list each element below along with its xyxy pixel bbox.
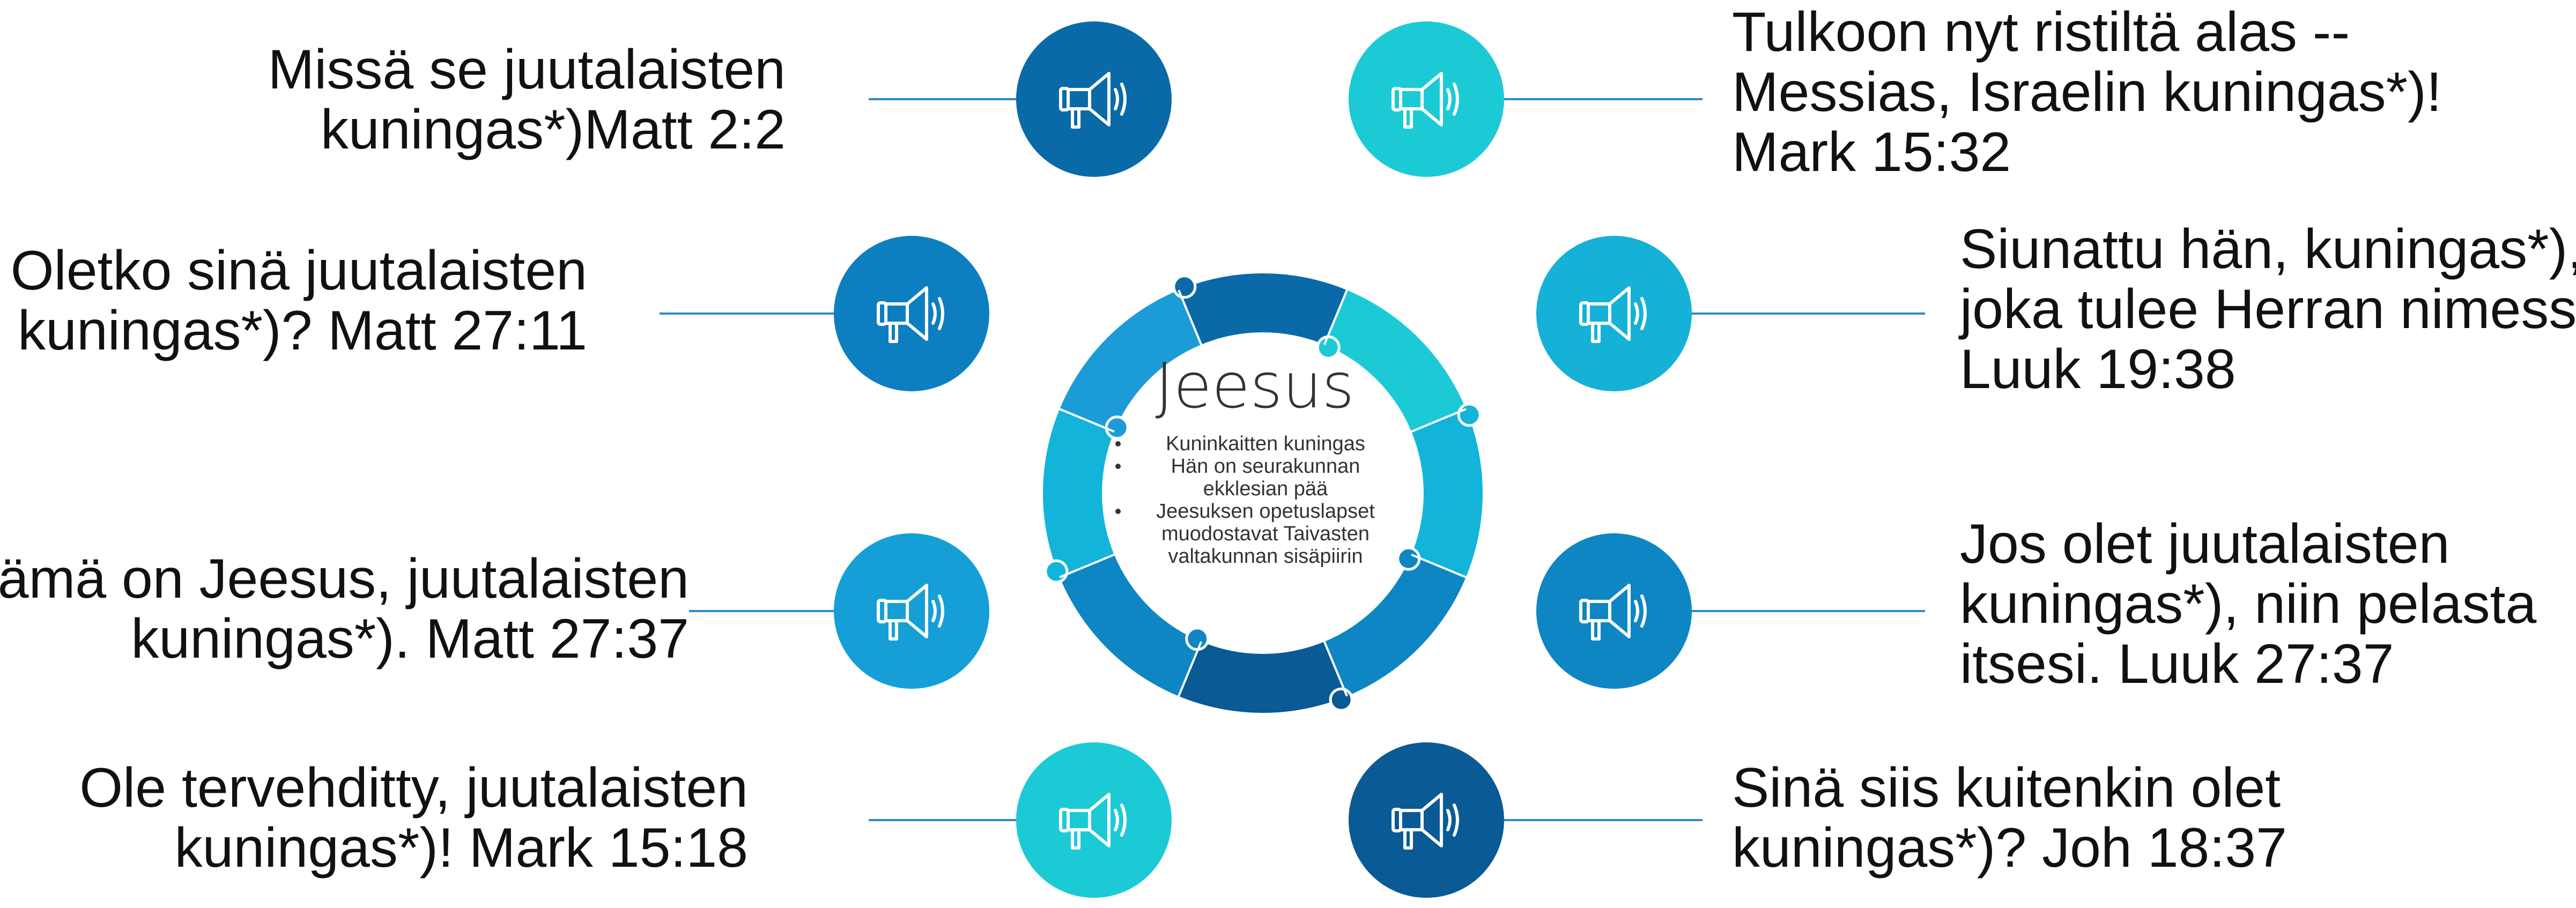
- center-bullet-line: Jeesuksen opetuslapset: [1156, 500, 1375, 523]
- megaphone-icon: [1391, 793, 1459, 850]
- puzzle-tab: [1457, 403, 1482, 427]
- megaphone-icon: [1579, 584, 1647, 641]
- callout-text-line: kuningas*)? Matt 27:11: [18, 300, 587, 362]
- bullet-dot: [1115, 464, 1121, 469]
- icon-circle: [1536, 533, 1692, 689]
- megaphone-icon: [1059, 72, 1127, 129]
- ring-segment: [1060, 290, 1202, 432]
- puzzle-ring: [1043, 273, 1483, 713]
- ring-joint: [1411, 553, 1467, 578]
- bullet-dot: [1115, 441, 1121, 446]
- icon-circle: [1016, 742, 1172, 898]
- ring-segment: [1324, 290, 1466, 432]
- megaphone-icon: [1579, 286, 1647, 343]
- megaphone-icon: [1059, 793, 1127, 850]
- icon-circle: [1349, 742, 1504, 898]
- center-bullet-line: muodostavat Taivasten: [1161, 523, 1370, 545]
- icon-circle: [834, 236, 989, 391]
- callout-text-line: Luuk 19:38: [1960, 338, 2236, 400]
- megaphone-icon: [877, 584, 944, 641]
- icon-circle: [1016, 21, 1172, 177]
- callout-text-line: kuningas*)Matt 2:2: [321, 99, 786, 161]
- callout-text-line: Oletko sinä juutalaisten: [11, 240, 587, 302]
- puzzle-tab: [1105, 415, 1129, 440]
- callout-text-line: Ole tervehditty, juutalaisten: [79, 757, 748, 819]
- center-title: Jeesus: [1155, 350, 1354, 422]
- puzzle-tab: [1329, 687, 1353, 712]
- puzzle-tab: [1396, 546, 1421, 571]
- callout-text-line: Tulkoon nyt ristiltä alas --: [1732, 1, 2350, 63]
- callout-text-line: Missä se juutalaisten: [268, 39, 786, 101]
- icon-circle: [1536, 236, 1692, 391]
- ring-joint: [1059, 553, 1115, 578]
- connector-lines: [660, 98, 1925, 821]
- puzzle-tab: [1044, 559, 1069, 584]
- bullet-dot: [1115, 509, 1121, 514]
- ring-segment: [1411, 409, 1483, 577]
- callout-text-line: kuningas*)! Mark 15:18: [175, 817, 748, 879]
- callout-text-line: Messias, Israelin kuningas*)!: [1732, 61, 2442, 123]
- center-bullet-line: Hän on seurakunnan: [1171, 455, 1360, 478]
- ring-segment: [1043, 409, 1114, 577]
- ring-joint: [1178, 641, 1203, 697]
- callout-text-line: joka tulee Herran nimessä: [1958, 278, 2576, 340]
- center-bullet-line: Kuninkaitten kuningas: [1166, 433, 1365, 455]
- megaphone-icon: [877, 286, 944, 343]
- callout-text-line: kuningas*). Matt 27:37: [131, 608, 689, 670]
- callout-text-line: Mark 15:32: [1732, 121, 2011, 183]
- callout-text-line: itsesi. Luuk 27:37: [1960, 633, 2394, 695]
- megaphone-icon: [1391, 72, 1459, 129]
- callout-text-line: Tämä on Jeesus, juutalaisten: [0, 548, 689, 610]
- ring-joint: [1323, 641, 1348, 697]
- center-bullet-line: ekklesian pää: [1203, 478, 1328, 500]
- callout-text-line: kuningas*)? Joh 18:37: [1732, 817, 2287, 879]
- icon-circles: [834, 21, 1692, 898]
- ring-segment: [1324, 554, 1466, 696]
- ring-joint: [1178, 289, 1203, 345]
- ring-segment: [1179, 642, 1347, 713]
- puzzle-tab: [1185, 627, 1210, 651]
- icon-circle: [834, 533, 989, 689]
- ring-joint: [1323, 289, 1348, 345]
- ring-segment: [1060, 554, 1202, 696]
- puzzle-tab: [1172, 274, 1197, 299]
- center-bullet-line: valtakunnan sisäpiirin: [1168, 545, 1363, 568]
- callout-text-line: kuningas*), niin pelasta: [1960, 573, 2537, 635]
- callout-text-line: Sinä siis kuitenkin olet: [1732, 757, 2281, 819]
- ring-segment: [1179, 273, 1347, 345]
- ring-joint: [1411, 408, 1467, 433]
- callout-text-line: Jos olet juutalaisten: [1960, 513, 2449, 575]
- icon-circle: [1349, 21, 1504, 177]
- callout-text-line: Siunattu hän, kuningas*),: [1960, 218, 2576, 280]
- ring-joint: [1059, 408, 1115, 433]
